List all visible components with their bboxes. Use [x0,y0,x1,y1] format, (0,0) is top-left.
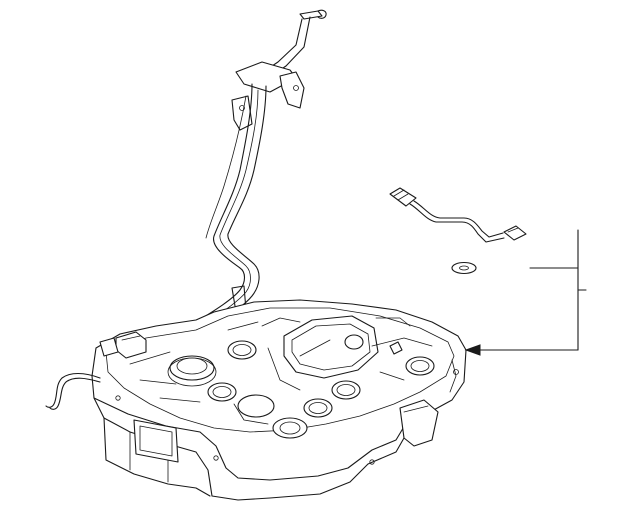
callout-bracket [464,229,587,356]
fuel-tank [91,299,467,501]
callout-arrowhead [464,344,481,356]
hose [45,372,101,410]
filler-pipe [195,9,327,329]
wiring-harness [389,187,527,243]
washer [451,261,477,275]
